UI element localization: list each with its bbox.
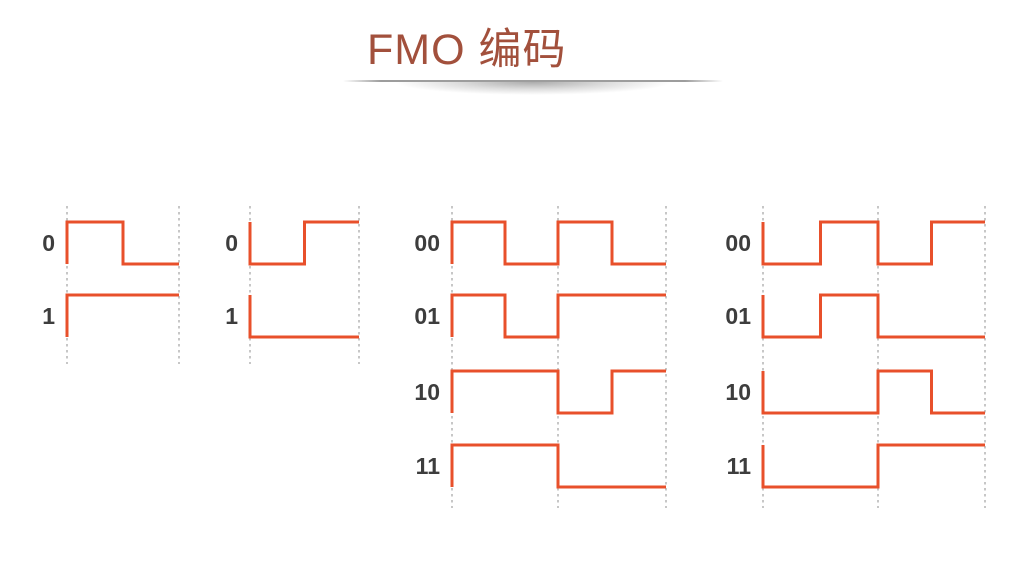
slide-title: FMO 编码 (367, 26, 567, 74)
bit-label: 11 (727, 453, 752, 479)
bit-label: 10 (725, 379, 751, 405)
waveform-path-0 (248, 220, 359, 266)
waveform-path-01 (450, 293, 666, 339)
waveform-path-10 (761, 369, 985, 415)
bit-label: 01 (414, 303, 440, 329)
waveform-group-two-bit-start-low: 00 01 10 11 (725, 206, 986, 508)
waveform-path-00 (450, 220, 666, 266)
bit-label: 1 (225, 303, 238, 329)
waveform-path-1 (65, 293, 179, 337)
bit-label: 10 (414, 379, 440, 405)
bit-label: 11 (416, 453, 441, 479)
waveform-group-two-bit-start-high: 00 01 10 11 (414, 206, 667, 508)
bit-label: 0 (225, 230, 238, 256)
waveform-path-1 (248, 295, 359, 339)
bit-label: 00 (414, 230, 440, 256)
waveform-path-00 (761, 220, 985, 266)
bit-label: 1 (42, 303, 55, 329)
bit-label: 00 (725, 230, 751, 256)
bit-label: 0 (42, 230, 55, 256)
title-divider-line (343, 80, 723, 82)
waveform-path-11 (761, 443, 985, 489)
waveform-path-11 (450, 443, 666, 489)
waveform-path-0 (65, 220, 179, 266)
waveform-path-01 (761, 293, 985, 339)
title-divider-shadow (349, 82, 717, 100)
waveform-group-one-bit-start-low: 01 (225, 206, 360, 364)
bit-label: 01 (725, 303, 751, 329)
waveform-group-one-bit-start-high: 01 (42, 206, 180, 364)
waveform-path-10 (450, 369, 666, 415)
